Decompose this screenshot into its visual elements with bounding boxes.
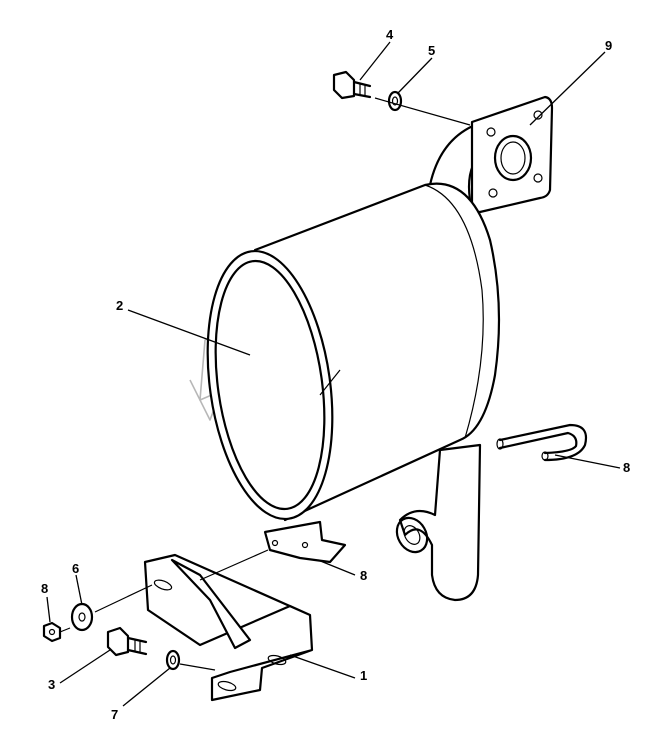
exhaust-flange bbox=[428, 95, 554, 214]
hex-nut bbox=[42, 621, 62, 643]
hex-bolt-bottom bbox=[106, 626, 148, 657]
callout-labels: 4 5 9 2 8 8 6 8 1 3 7 bbox=[41, 27, 630, 722]
callout-1: 1 bbox=[360, 668, 367, 683]
flat-washer bbox=[70, 602, 94, 632]
callout-4: 4 bbox=[386, 27, 394, 42]
washer-top bbox=[387, 90, 403, 112]
assembly-axis bbox=[179, 663, 216, 671]
callout-6: 6 bbox=[72, 561, 79, 576]
clamp-bracket bbox=[263, 520, 347, 564]
callout-7: 7 bbox=[111, 707, 118, 722]
assembly-axis bbox=[374, 97, 471, 126]
tailpipe bbox=[395, 443, 482, 602]
callout-9: 9 bbox=[605, 38, 612, 53]
washer-bottom bbox=[165, 649, 181, 671]
mounting-bracket bbox=[143, 553, 314, 702]
callout-8-clamp: 8 bbox=[360, 568, 367, 583]
callout-8-u-bolt: 8 bbox=[623, 460, 630, 475]
hex-bolt-top bbox=[332, 70, 372, 100]
muffler-body bbox=[206, 182, 501, 522]
leader-lines bbox=[46, 41, 621, 707]
callout-2: 2 bbox=[116, 298, 123, 313]
callout-3: 3 bbox=[48, 677, 55, 692]
u-bolt-clamp bbox=[496, 423, 588, 462]
assembly-axis bbox=[59, 627, 71, 633]
callout-5: 5 bbox=[428, 43, 435, 58]
assembly-axis bbox=[94, 584, 153, 613]
assembly-axis bbox=[199, 549, 269, 581]
callout-8-nut: 8 bbox=[41, 581, 48, 596]
